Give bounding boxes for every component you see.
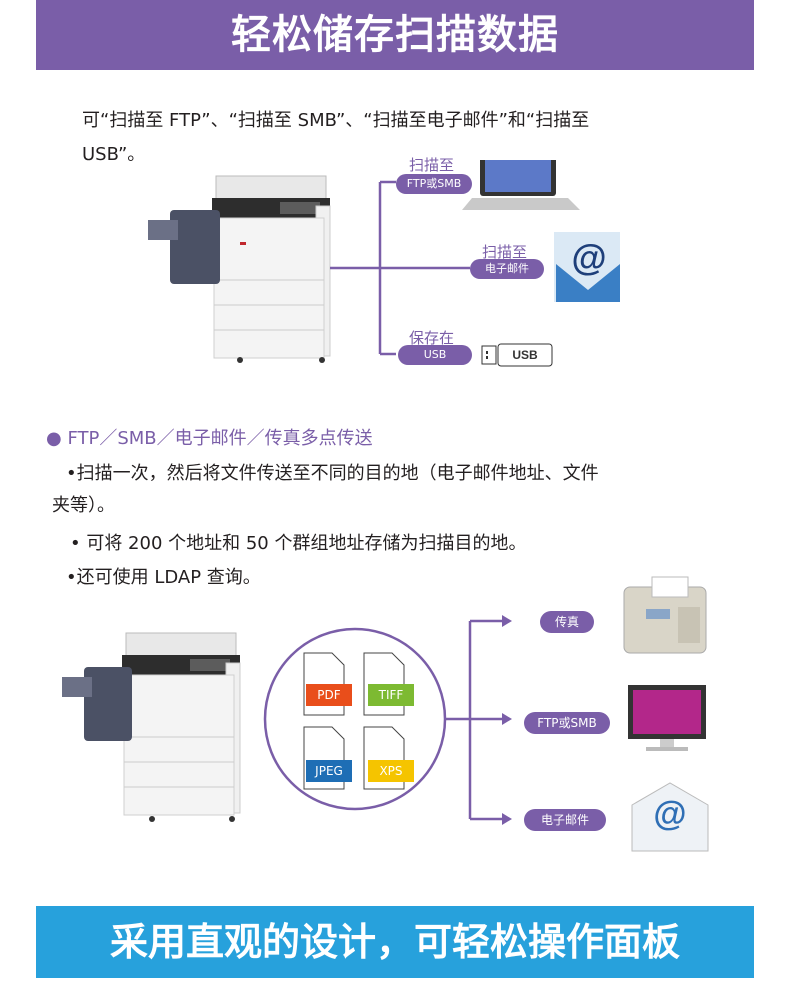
usb-stick-label: USB (512, 348, 538, 362)
feature-item-1: •扫描一次，然后将文件传送至不同的目的地（电子邮件地址、文件 (66, 458, 746, 490)
features-section: ● FTP／SMB／电子邮件／传真多点传送 •扫描一次，然后将文件传送至不同的目… (46, 424, 746, 594)
copier-illustration-2 (62, 632, 241, 822)
scan-diagram-1: @ USB (148, 160, 620, 367)
email-illustration: @ (554, 232, 620, 302)
at-icon: @ (571, 237, 606, 278)
destination-fax-pill: 传真 (540, 611, 594, 633)
feature-item-1-line-2: 夹等）。 (52, 495, 115, 516)
intro-line-1: 可“扫描至 FTP”、“扫描至 SMB”、“扫描至电子邮件”和“扫描至 (82, 110, 590, 131)
feature-item-2: • 可将 200 个地址和 50 个群组地址存储为扫描目的地。 (70, 533, 527, 554)
intro-line-2: USB”。 (82, 144, 146, 165)
usb-stick-illustration: USB (481, 343, 553, 367)
feature-item-3: •还可使用 LDAP 查询。 (66, 567, 261, 588)
email-label: 扫描至 (482, 243, 528, 261)
destination-ftp-pill: FTP或SMB (524, 712, 610, 734)
features-heading-text: FTP／SMB／电子邮件／传真多点传送 (67, 428, 373, 449)
monitor-illustration (628, 685, 706, 751)
format-tag-pdf: PDF (306, 684, 352, 706)
format-tag-xps: XPS (368, 760, 414, 782)
copier-illustration (148, 175, 331, 363)
email-illustration-2: @ (631, 782, 709, 852)
ftp-pill: FTP或SMB (396, 174, 472, 194)
format-tag-jpeg: JPEG (306, 760, 352, 782)
footer-banner: 采用直观的设计，可轻松操作面板 (36, 906, 754, 978)
feature-item-1-line-1: •扫描一次，然后将文件传送至不同的目的地（电子邮件地址、文件 (66, 463, 599, 484)
format-circle (263, 627, 447, 811)
usb-pill: USB (398, 345, 472, 365)
arrow-right-icon (502, 615, 512, 627)
format-tag-tiff: TIFF (368, 684, 414, 706)
arrow-right-icon (502, 713, 512, 725)
features-heading: ● FTP／SMB／电子邮件／传真多点传送 (46, 424, 746, 454)
purple-bullet-icon: ● (46, 428, 62, 449)
destination-email-pill: 电子邮件 (524, 809, 606, 831)
at-icon: @ (653, 795, 686, 833)
usb-label: 保存在 (409, 329, 455, 347)
connector-lines-2 (445, 619, 502, 821)
laptop-illustration (462, 160, 580, 210)
email-pill: 电子邮件 (470, 259, 544, 279)
ftp-label: 扫描至 (409, 156, 455, 174)
arrow-right-icon (502, 813, 512, 825)
header-banner: 轻松储存扫描数据 (36, 0, 754, 70)
intro-text: 可“扫描至 FTP”、“扫描至 SMB”、“扫描至电子邮件”和“扫描至 USB”… (82, 104, 722, 172)
arrow-heads (502, 615, 512, 825)
fax-illustration (623, 576, 707, 654)
connector-lines (330, 180, 470, 356)
scan-diagram-2: @ (62, 576, 709, 852)
